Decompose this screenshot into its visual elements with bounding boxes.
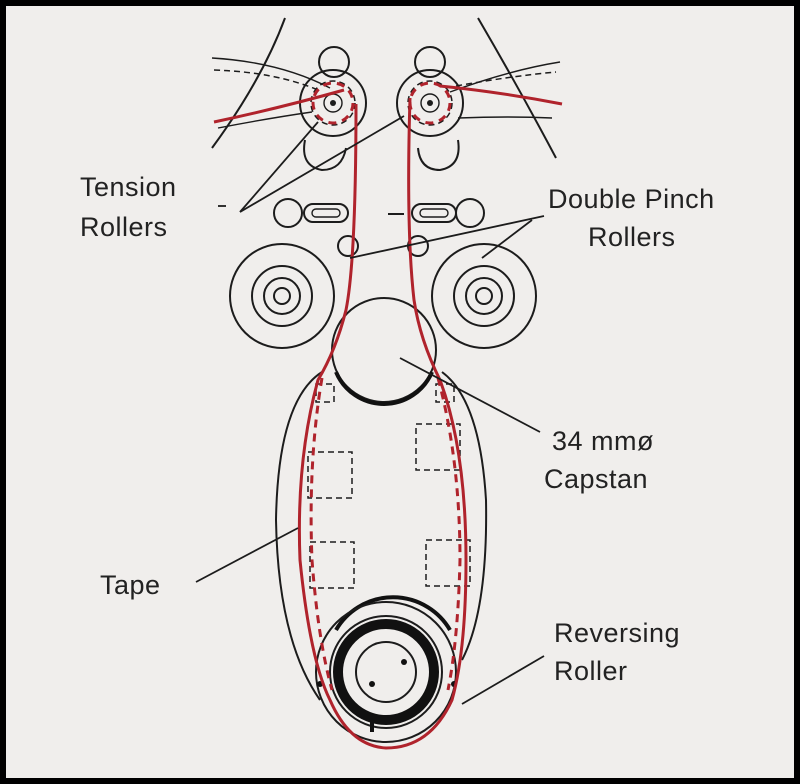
leader-tension-1 xyxy=(239,121,319,213)
tape-left-feed xyxy=(213,88,345,124)
double-pinch-roller-right xyxy=(431,243,537,349)
pinch-arm-left xyxy=(273,198,359,257)
pinch-roller-left-outer xyxy=(229,243,335,349)
tension-arm-bottom-right xyxy=(417,139,460,172)
diagram-frame xyxy=(6,6,794,778)
pinch-arm-right-slot xyxy=(411,203,457,223)
leader-reversing xyxy=(461,655,545,705)
dashed-cutouts xyxy=(307,383,471,589)
housing-left-edge xyxy=(274,371,323,701)
label-capstan-line1: 34 mmø xyxy=(552,426,654,456)
reversing-roller-top-arc xyxy=(334,595,452,632)
reel-arc-left-outer xyxy=(211,17,286,149)
pinch-roller-right-ring xyxy=(453,265,515,327)
pinch-roller-left-ring xyxy=(251,265,313,327)
reel-line-left-top xyxy=(211,57,331,89)
housing-right-edge xyxy=(441,371,488,661)
label-tension-line1: Tension xyxy=(80,172,177,202)
tension-arm-top-left xyxy=(318,46,350,78)
label-tension-line2: Rollers xyxy=(80,212,168,242)
cutout-lower-right xyxy=(425,539,471,587)
leader-pinch-1 xyxy=(349,215,545,259)
tension-roller-left-center xyxy=(330,100,336,106)
tension-roller-right-hub xyxy=(420,93,440,113)
reversing-roller-pin-1 xyxy=(401,659,407,665)
tension-arm-top-right xyxy=(414,46,446,78)
label-reversing-line1: Reversing xyxy=(554,618,680,648)
pinch-arm-left-slot xyxy=(303,203,349,223)
leader-tension-2 xyxy=(239,115,405,213)
reel-line-left-low xyxy=(217,111,313,129)
leader-pinch-2 xyxy=(481,219,533,259)
label-tape: Tape xyxy=(100,570,161,600)
pinch-roller-right-outer xyxy=(431,243,537,349)
label-capstan-line2: Capstan xyxy=(544,464,648,494)
reversing-roller-outer xyxy=(315,601,457,743)
leader-tape xyxy=(195,527,299,583)
pinch-roller-left-small xyxy=(337,235,359,257)
tape-hidden-left xyxy=(309,377,334,691)
reel-dash-right xyxy=(455,71,557,87)
reversing-roller-ring xyxy=(329,615,443,729)
tape-wrap-right xyxy=(408,81,452,125)
tension-arm-bottom-left xyxy=(303,139,347,172)
double-pinch-roller-left xyxy=(229,243,335,349)
pinch-roller-right-inner xyxy=(465,277,503,315)
reversing-roller-inner xyxy=(355,641,417,703)
cutout-upper-right xyxy=(415,423,461,471)
reversing-roller xyxy=(315,595,457,743)
cutout-lower-left xyxy=(309,541,355,589)
label-reversing-line2: Roller xyxy=(554,656,628,686)
pinch-arm-left-slot-inner xyxy=(311,208,341,218)
tension-roller-right-outer xyxy=(396,69,464,137)
pinch-roller-left-inner xyxy=(263,277,301,315)
tension-roller-left-dash xyxy=(310,80,356,126)
tape-hidden-right xyxy=(436,377,462,691)
tape-path xyxy=(213,81,563,750)
pinch-roller-left-hub xyxy=(273,287,291,305)
label-pinch-line2: Rollers xyxy=(588,222,676,252)
cutout-upper-left xyxy=(307,451,353,499)
pinch-arm-right-slot-inner xyxy=(419,208,449,218)
reel-arcs xyxy=(211,17,561,159)
reel-line-right-low xyxy=(457,116,553,119)
reversing-roller-pin-2 xyxy=(369,681,375,687)
pinch-arm-right-pivot xyxy=(455,198,485,228)
tension-roller-right-dash xyxy=(407,80,453,126)
tension-roller-right-center xyxy=(427,100,433,106)
capstan xyxy=(331,297,437,406)
cutout-small-right xyxy=(435,383,455,403)
reel-arc-right-outer xyxy=(477,17,557,159)
tape-wrap-left xyxy=(311,81,355,125)
capstan-shadow-arc xyxy=(334,371,434,406)
pinch-arm-left-pivot xyxy=(273,198,303,228)
label-pinch-line1: Double Pinch xyxy=(548,184,715,214)
pinch-roller-right-hub xyxy=(475,287,493,305)
tape-right-feed xyxy=(439,84,563,106)
tension-roller-right xyxy=(396,46,464,172)
leader-lines xyxy=(195,115,545,705)
leader-capstan xyxy=(399,357,541,433)
reversing-roller-band xyxy=(333,619,439,725)
labels: Tension Rollers Double Pinch Rollers 34 … xyxy=(80,172,715,686)
reel-dash-left xyxy=(213,69,319,91)
tape-loop xyxy=(297,97,468,750)
